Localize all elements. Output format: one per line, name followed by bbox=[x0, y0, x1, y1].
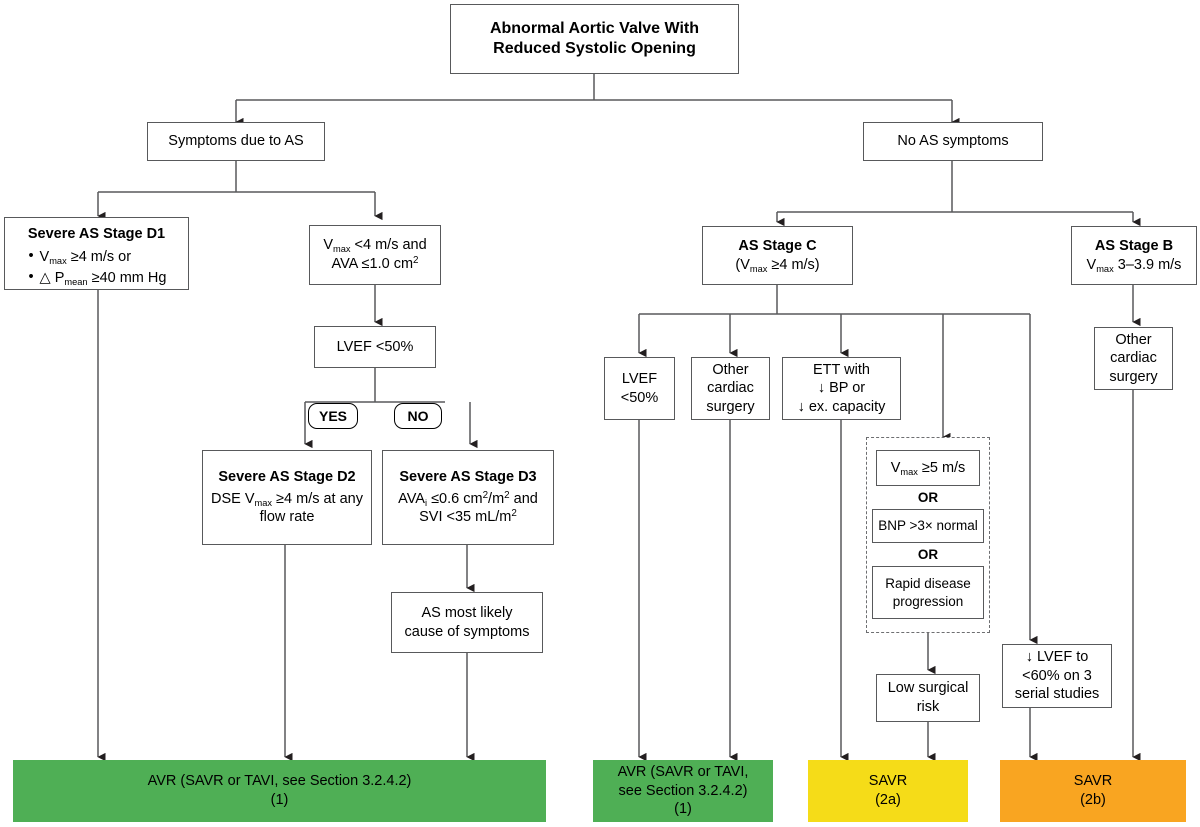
node-low-surgical-risk: Low surgical risk bbox=[876, 674, 980, 722]
node-low-gradient: Vmax <4 m/s and AVA ≤1.0 cm2 bbox=[309, 225, 441, 285]
stage-d1-bullets: Vmax ≥4 m/s or △ Pmean ≥40 mm Hg bbox=[27, 246, 167, 289]
outcome-savr-2b: SAVR (2b) bbox=[1000, 760, 1186, 822]
stage-d1-bullet-2: △ Pmean ≥40 mm Hg bbox=[27, 267, 167, 289]
stage-c-title: AS Stage C bbox=[738, 237, 817, 254]
low-risk-line1: Low surgical bbox=[887, 680, 969, 697]
c-lvef-line1: LVEF bbox=[621, 370, 658, 387]
root-line2: Reduced Systolic Opening bbox=[493, 40, 696, 57]
or-label-1: OR bbox=[876, 488, 980, 506]
node-root: Abnormal Aortic Valve With Reduced Systo… bbox=[450, 4, 739, 74]
or1-text: OR bbox=[917, 489, 939, 505]
low-gradient-line2: AVA ≤1.0 cm2 bbox=[331, 255, 419, 272]
stage-b-sub: Vmax 3–3.9 m/s bbox=[1086, 256, 1182, 274]
node-c-other-cardiac-surgery: Other cardiac surgery bbox=[691, 357, 770, 420]
lvef60-line2: <60% on 3 bbox=[1022, 667, 1092, 684]
node-vmax5: Vmax ≥5 m/s bbox=[876, 450, 980, 486]
node-lvef-60-serial: ↓ LVEF to <60% on 3 serial studies bbox=[1002, 644, 1112, 708]
avr-right-line1: AVR (SAVR or TAVI, bbox=[617, 763, 749, 780]
low-gradient-line1: Vmax <4 m/s and bbox=[323, 237, 427, 255]
node-lvef-50-left: LVEF <50% bbox=[314, 326, 436, 368]
savr-2b-line2: (2b) bbox=[1080, 792, 1106, 808]
as-most-likely-line2: cause of symptoms bbox=[404, 623, 530, 640]
symptoms-no-label: No AS symptoms bbox=[897, 133, 1009, 150]
b-other-line2: cardiac bbox=[1110, 350, 1157, 367]
lvef60-line3: serial studies bbox=[1014, 686, 1100, 703]
node-c-lvef: LVEF <50% bbox=[604, 357, 675, 420]
node-symptoms-due-to-as: Symptoms due to AS bbox=[147, 122, 325, 161]
b-other-line3: surgery bbox=[1109, 368, 1158, 385]
stage-d2-line2: flow rate bbox=[259, 509, 315, 526]
bnp-label: BNP >3× normal bbox=[878, 518, 978, 534]
pill-no: NO bbox=[394, 403, 442, 429]
outcome-savr-2a: SAVR (2a) bbox=[808, 760, 968, 822]
vmax5-label: Vmax ≥5 m/s bbox=[890, 459, 966, 477]
ett-line3: ↓ ex. capacity bbox=[797, 398, 886, 415]
yes-label: YES bbox=[318, 408, 347, 424]
stage-d1-title: Severe AS Stage D1 bbox=[27, 226, 166, 242]
node-stage-d2: Severe AS Stage D2 DSE Vmax ≥4 m/s at an… bbox=[202, 450, 372, 545]
rapid-line1: Rapid disease bbox=[885, 576, 971, 592]
node-rapid-progression: Rapid disease progression bbox=[872, 566, 984, 619]
no-label: NO bbox=[407, 408, 429, 424]
node-no-as-symptoms: No AS symptoms bbox=[863, 122, 1043, 161]
c-other-line3: surgery bbox=[706, 398, 755, 415]
ett-line2: ↓ BP or bbox=[817, 380, 866, 397]
as-most-likely-line1: AS most likely bbox=[421, 604, 513, 621]
avr-right-line2: see Section 3.2.4.2) bbox=[618, 782, 748, 799]
node-ett: ETT with ↓ BP or ↓ ex. capacity bbox=[782, 357, 901, 420]
stage-d1-bullet-1: Vmax ≥4 m/s or bbox=[27, 246, 167, 268]
ett-line1: ETT with bbox=[813, 361, 870, 378]
pill-yes: YES bbox=[308, 403, 358, 429]
stage-b-title: AS Stage B bbox=[1094, 237, 1174, 254]
b-other-line1: Other bbox=[1115, 331, 1152, 348]
low-risk-line2: risk bbox=[916, 699, 940, 715]
stage-d3-line2: SVI <35 mL/m2 bbox=[419, 508, 517, 526]
c-other-line1: Other bbox=[712, 361, 749, 378]
avr-right-line3: (1) bbox=[674, 801, 692, 818]
stage-c-sub: (Vmax ≥4 m/s) bbox=[735, 256, 820, 274]
avr-left-line1: AVR (SAVR or TAVI, see Section 3.2.4.2) bbox=[147, 773, 412, 790]
outcome-avr-left: AVR (SAVR or TAVI, see Section 3.2.4.2) … bbox=[13, 760, 546, 822]
or2-text: OR bbox=[917, 546, 939, 562]
c-lvef-line2: <50% bbox=[620, 389, 659, 406]
node-bnp: BNP >3× normal bbox=[872, 509, 984, 543]
stage-d3-title: Severe AS Stage D3 bbox=[399, 469, 537, 486]
savr-2a-line1: SAVR bbox=[868, 773, 908, 790]
savr-2b-line1: SAVR bbox=[1073, 773, 1113, 790]
stage-d2-title: Severe AS Stage D2 bbox=[218, 469, 356, 486]
stage-d3-line1: AVAi ≤0.6 cm2/m2 and bbox=[398, 489, 538, 508]
root-line1: Abnormal Aortic Valve With bbox=[489, 19, 700, 37]
stage-d2-line1: DSE Vmax ≥4 m/s at any bbox=[211, 490, 363, 508]
node-stage-d1: Severe AS Stage D1 Vmax ≥4 m/s or △ Pmea… bbox=[4, 217, 189, 290]
symptoms-yes-label: Symptoms due to AS bbox=[168, 133, 304, 150]
node-stage-c: AS Stage C (Vmax ≥4 m/s) bbox=[702, 226, 853, 285]
lvef60-line1: ↓ LVEF to bbox=[1025, 649, 1089, 666]
or-label-2: OR bbox=[876, 545, 980, 563]
node-as-most-likely: AS most likely cause of symptoms bbox=[391, 592, 543, 653]
avr-left-line2: (1) bbox=[270, 792, 289, 808]
lvef50-label: LVEF <50% bbox=[336, 338, 414, 355]
node-b-other-cardiac-surgery: Other cardiac surgery bbox=[1094, 327, 1173, 390]
rapid-line2: progression bbox=[892, 593, 964, 609]
c-other-line2: cardiac bbox=[707, 380, 754, 397]
outcome-avr-right: AVR (SAVR or TAVI, see Section 3.2.4.2) … bbox=[593, 760, 773, 822]
savr-2a-line2: (2a) bbox=[875, 792, 901, 808]
node-stage-b: AS Stage B Vmax 3–3.9 m/s bbox=[1071, 226, 1197, 285]
node-stage-d3: Severe AS Stage D3 AVAi ≤0.6 cm2/m2 and … bbox=[382, 450, 554, 545]
